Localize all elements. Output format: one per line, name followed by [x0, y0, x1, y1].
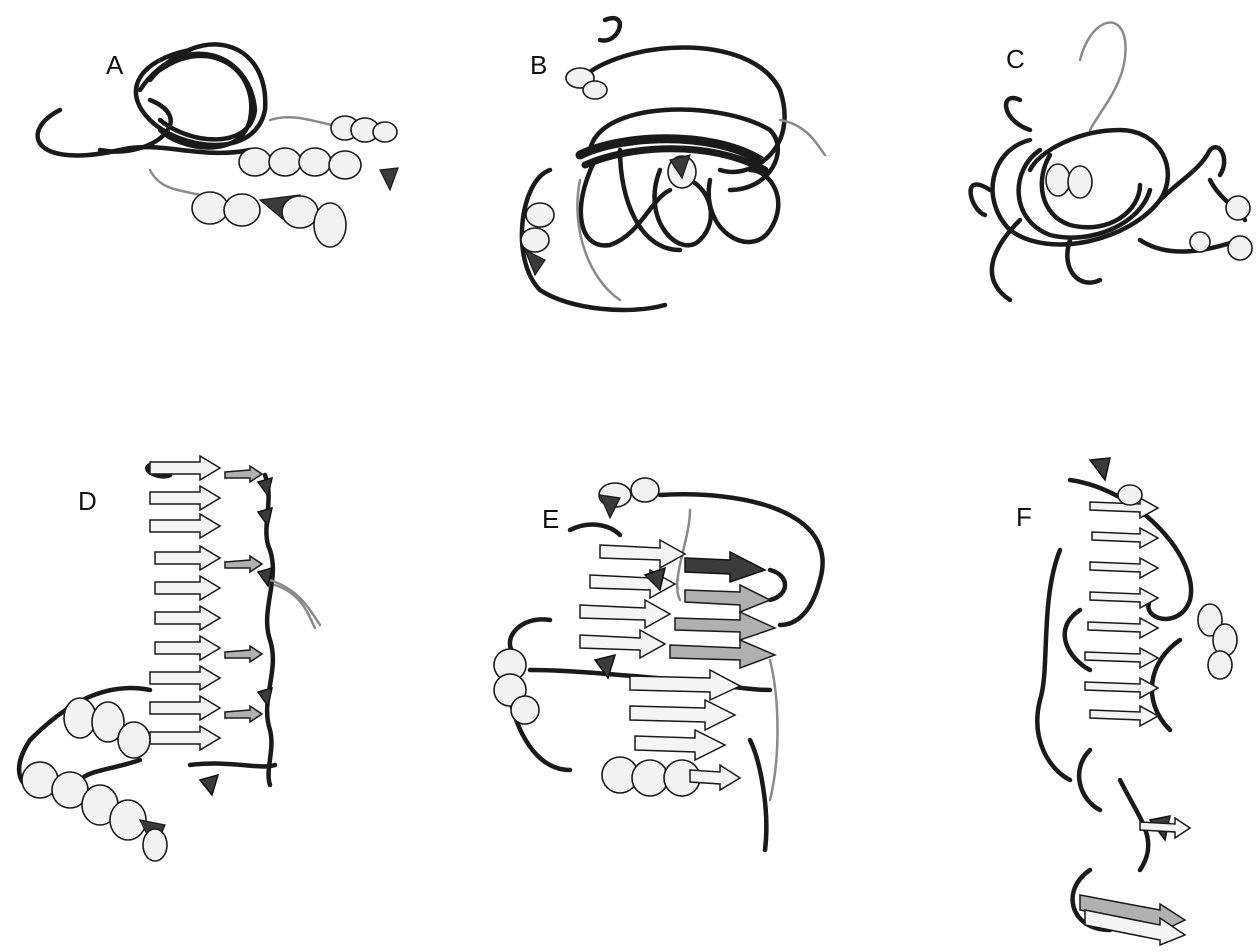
beta-hairpin-f	[1080, 895, 1185, 945]
panel-b-ribbon	[420, 0, 840, 340]
panel-a: A	[0, 0, 420, 340]
helix-c1	[1046, 164, 1092, 198]
panel-d-ribbon	[0, 440, 420, 952]
helix-b3	[668, 155, 696, 188]
helix-a2	[239, 148, 398, 190]
helix-c2	[1190, 196, 1252, 260]
panel-e: E	[420, 440, 840, 952]
panel-f-ribbon	[840, 440, 1259, 952]
helix-d2	[22, 762, 167, 861]
helix-e2	[494, 649, 539, 724]
panel-b: B	[420, 0, 840, 340]
helix-d1	[64, 698, 150, 758]
panel-f: F	[840, 440, 1259, 952]
beta-column-f	[1085, 458, 1190, 840]
helix-f1	[1118, 485, 1237, 679]
helix-a1	[331, 116, 397, 142]
panel-c-ribbon	[840, 0, 1259, 340]
helix-e3	[602, 757, 740, 796]
helix-a3	[192, 192, 346, 247]
helix-e1	[599, 478, 659, 518]
panel-e-ribbon	[420, 440, 840, 952]
panel-d: D	[0, 440, 420, 952]
panel-a-ribbon	[0, 0, 420, 340]
panel-c: C	[840, 0, 1259, 340]
beta-ladder-d	[150, 456, 272, 795]
helix-b1	[566, 68, 607, 99]
